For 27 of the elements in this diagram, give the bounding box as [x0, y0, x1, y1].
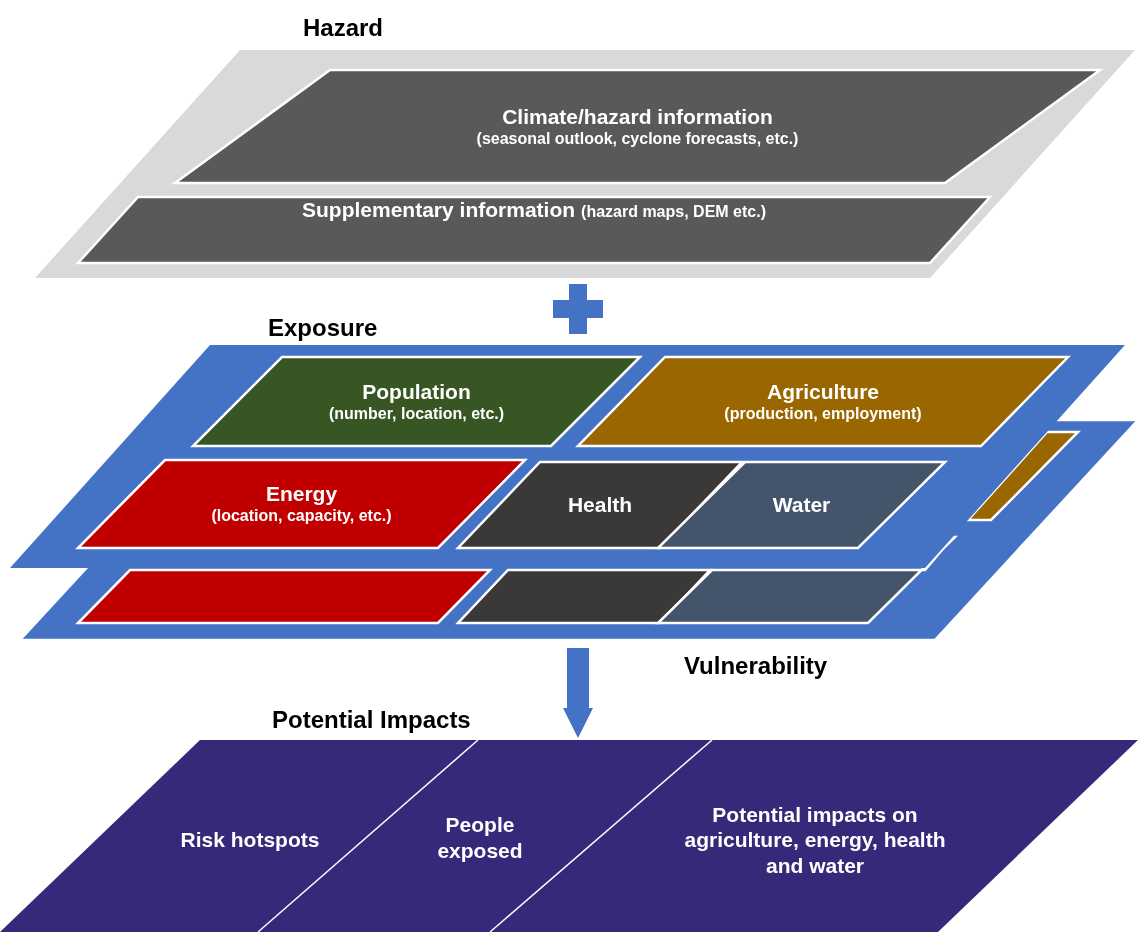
node-subtitle: (location, capacity, etc.): [211, 506, 392, 527]
sector-tile: [458, 462, 742, 548]
info-panel: [78, 197, 990, 263]
node-title: Risk hotspots: [180, 827, 320, 853]
layer-heading: Exposure: [268, 314, 378, 342]
node-title: People exposed: [436, 812, 524, 863]
node-subtitle: (production, employment): [724, 403, 922, 424]
node-title: Supplementary information: [302, 197, 576, 223]
node-subtitle: (hazard maps, DEM etc.): [581, 202, 766, 222]
node-title: Health: [567, 492, 633, 518]
node-title: Potential impacts on agriculture, energy, health and water: [683, 802, 947, 878]
sector-tile: [458, 570, 710, 623]
node-title: Population: [362, 378, 471, 404]
node-subtitle: (number, location, etc.): [328, 403, 505, 424]
layer-heading: Potential Impacts: [272, 706, 471, 734]
node-subtitle: (seasonal outlook, cyclone forecasts, etc.): [476, 128, 799, 149]
sector-tile: [658, 462, 945, 548]
sector-tile: [193, 357, 640, 446]
node-title: Energy: [265, 481, 338, 507]
node-title: Water: [772, 492, 831, 518]
node-title: Climate/hazard information: [502, 103, 773, 129]
sector-tile: [78, 460, 525, 548]
sector-tile: [968, 432, 1078, 520]
layer-heading: Hazard: [303, 14, 384, 42]
sector-tile: [658, 537, 955, 623]
node-title: Agriculture: [767, 378, 879, 404]
layer-heading: Vulnerability: [684, 652, 828, 680]
